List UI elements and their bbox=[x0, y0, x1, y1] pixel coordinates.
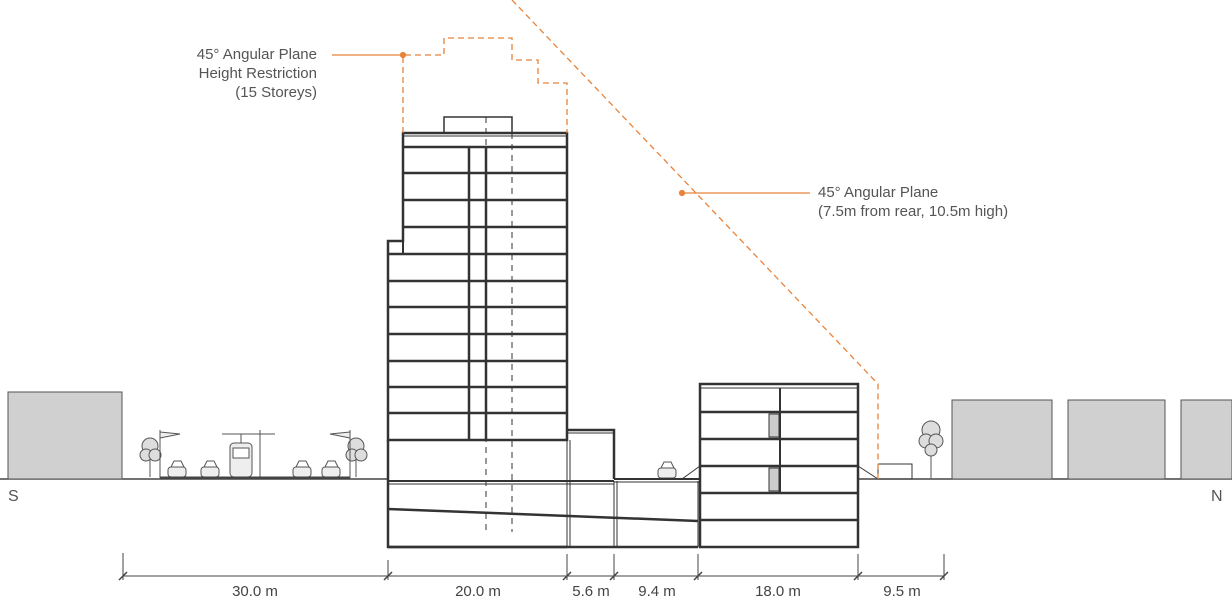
car-icon bbox=[200, 460, 220, 478]
street-lamp-icon bbox=[159, 430, 181, 478]
dimension-line bbox=[118, 553, 949, 581]
height-restriction-line3: (15 Storeys) bbox=[235, 84, 317, 101]
height-restriction-envelope bbox=[402, 37, 568, 133]
low-rise-building bbox=[681, 382, 913, 549]
north-neighbour-buildings bbox=[951, 399, 1232, 480]
tree-icon bbox=[139, 437, 162, 477]
tree-icon bbox=[345, 437, 368, 477]
dimension-label: 20.0 m bbox=[455, 583, 501, 600]
streetcar-icon bbox=[222, 430, 275, 478]
street-lamp-icon bbox=[329, 430, 351, 478]
dimension-label: 5.6 m bbox=[572, 583, 610, 600]
car-icon bbox=[167, 460, 187, 478]
underground-garage bbox=[387, 478, 700, 549]
dimension-label: 9.5 m bbox=[883, 583, 921, 600]
tower-building bbox=[386, 116, 616, 549]
north-neighbour-building bbox=[951, 399, 1053, 480]
dimension-label: 9.4 m bbox=[638, 583, 676, 600]
north-label: N bbox=[1211, 488, 1223, 505]
car-icon bbox=[657, 461, 677, 479]
angular-plane-lines bbox=[402, 0, 879, 479]
south-neighbour-building bbox=[7, 391, 123, 480]
dimension-label: 30.0 m bbox=[232, 583, 278, 600]
height-restriction-line1: 45° Angular Plane bbox=[196, 46, 317, 63]
street-scene bbox=[139, 420, 944, 480]
rear-plane-annotation: 45° Angular Plane (7.5m from rear, 10.5m… bbox=[818, 183, 1008, 221]
north-neighbour-building bbox=[1180, 399, 1232, 480]
south-label: S bbox=[8, 488, 19, 505]
height-restriction-annotation: 45° Angular Plane Height Restriction (15… bbox=[197, 45, 317, 102]
dimension-label: 18.0 m bbox=[755, 583, 801, 600]
rear-angular-plane bbox=[511, 0, 879, 479]
car-icon bbox=[292, 460, 312, 478]
rear-plane-line2: (7.5m from rear, 10.5m high) bbox=[818, 203, 1009, 220]
north-neighbour-building bbox=[1067, 399, 1166, 480]
car-icon bbox=[321, 460, 341, 478]
height-restriction-line2: Height Restriction bbox=[198, 65, 317, 82]
rear-plane-line1: 45° Angular Plane bbox=[818, 184, 939, 201]
annotation-leaders bbox=[332, 51, 810, 197]
tree-icon bbox=[918, 420, 944, 478]
stair-icon bbox=[768, 413, 780, 492]
